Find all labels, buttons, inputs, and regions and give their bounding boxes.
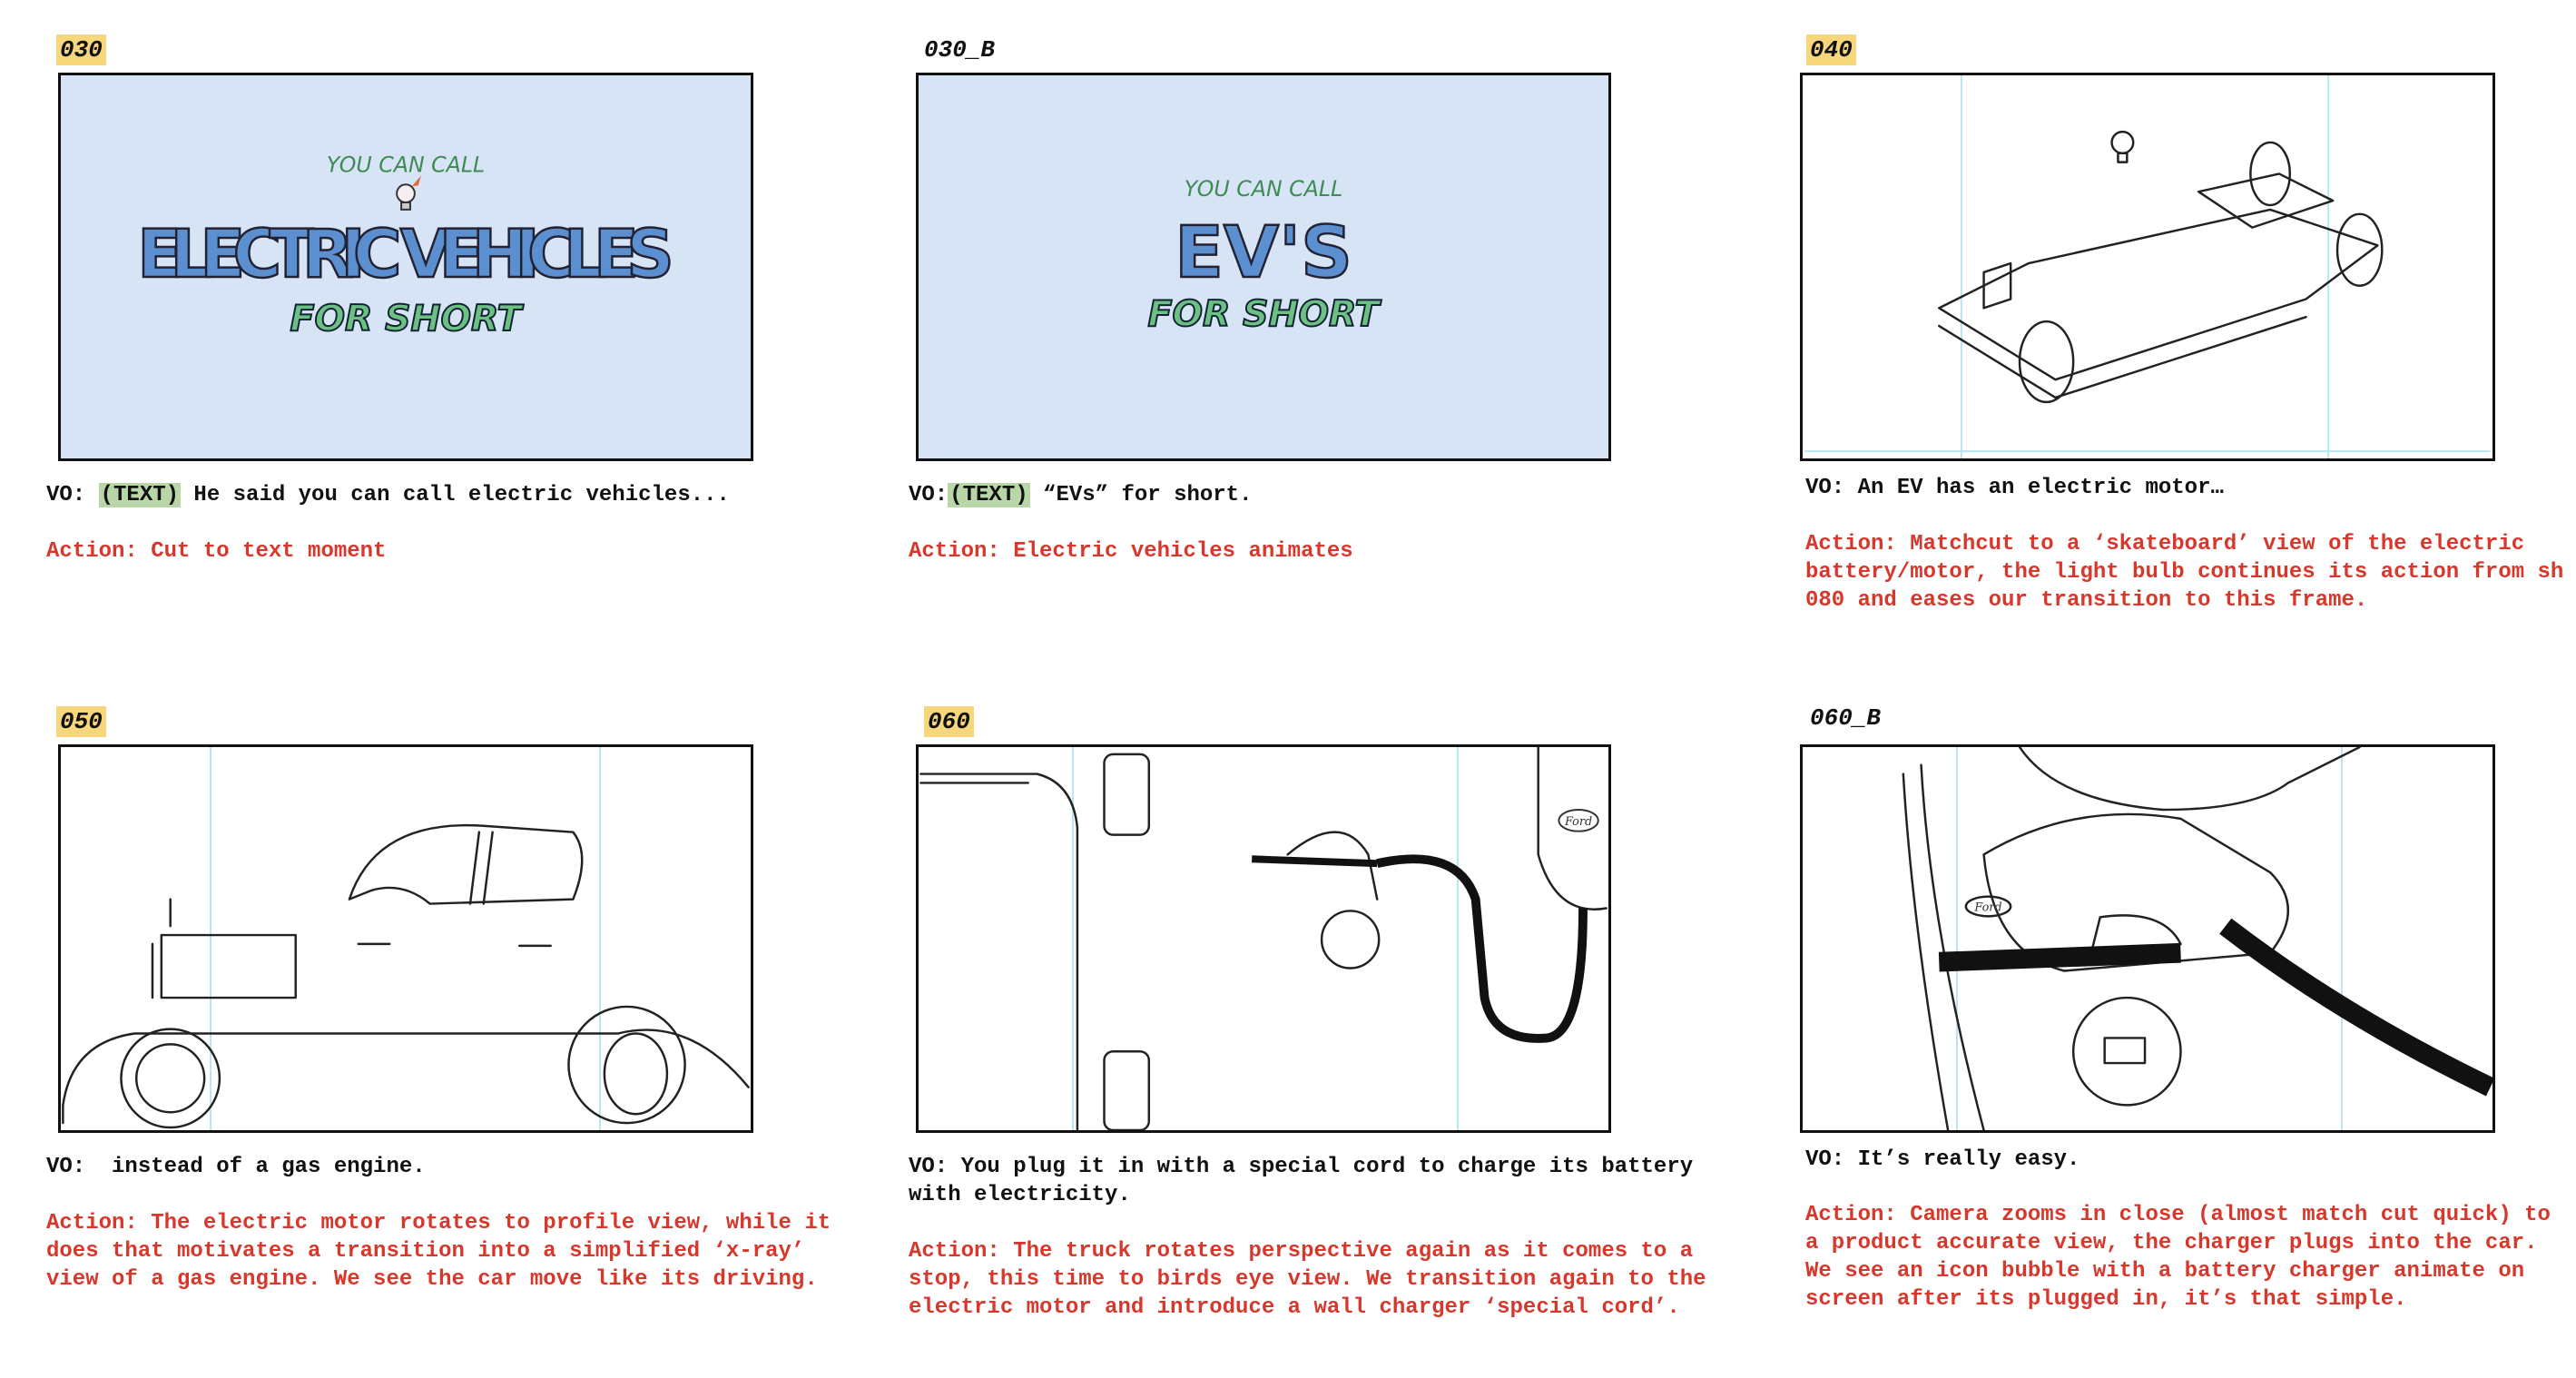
storyboard-frame-060: Ford — [916, 744, 1611, 1133]
title-main-text: ELECTRIC VEHICLES — [137, 216, 674, 293]
title-bottom-text: FOR SHORT — [290, 298, 525, 340]
text-tag: (TEXT) — [948, 483, 1030, 507]
action-text-060: Action: The truck rotates perspective ag… — [909, 1239, 1719, 1320]
vo-prefix: VO: — [46, 483, 99, 507]
charger-plug-closeup-sketch: Ford — [1902, 747, 2492, 1130]
storyboard-frame-030b: YOU CAN CALL EV'S FOR SHORT — [916, 73, 1611, 461]
shot-label-040: 040 — [1806, 34, 1856, 65]
action-text-050: Action: The electric motor rotates to pr… — [46, 1211, 844, 1292]
storyboard-frame-040 — [1800, 73, 2495, 461]
title-bottom-text: FOR SHORT — [1148, 293, 1382, 335]
shot-label-030: 030 — [56, 34, 106, 65]
vo-text-030: VO: (TEXT) He said you can call electric… — [46, 481, 863, 509]
electric-vehicles-title-art: YOU CAN CALL ELECTRIC VEHICLES FOR SHORT — [136, 152, 675, 340]
lightbulb-icon — [396, 175, 421, 211]
storyboard-frame-060b: Ford — [1800, 744, 2495, 1133]
title-top-text: YOU CAN CALL — [1185, 176, 1342, 202]
vo-text-050: VO: instead of a gas engine. — [46, 1155, 426, 1179]
vo-text-060b: VO: It’s really easy. — [1805, 1147, 2080, 1172]
birds-eye-charging-sketch: Ford — [919, 747, 1608, 1130]
text-tag: (TEXT) — [98, 483, 182, 507]
action-text-060b: Action: Camera zooms in close (almost ma… — [1805, 1203, 2564, 1312]
vo-line: “EVs” for short. — [1029, 483, 1253, 507]
action-text-030b: Action: Electric vehicles animates — [909, 539, 1353, 564]
evs-title-art: YOU CAN CALL EV'S FOR SHORT — [1147, 176, 1383, 336]
title-top-text: YOU CAN CALL — [327, 152, 485, 177]
vo-text-040: VO: An EV has an electric motor… — [1805, 476, 2224, 500]
shot-label-060b: 060_B — [1810, 704, 1882, 732]
shot-label-060: 060 — [924, 706, 974, 737]
vo-text-030b: VO:(TEXT) “EVs” for short. — [909, 481, 1726, 509]
action-text-040: Action: Matchcut to a ‘skateboard’ view … — [1805, 532, 2576, 613]
shot-label-030b: 030_B — [924, 36, 996, 64]
vo-line: He said you can call electric vehicles..… — [181, 483, 730, 507]
storyboard-frame-030: YOU CAN CALL ELECTRIC VEHICLES FOR SHORT — [58, 73, 753, 461]
ford-logo — [1558, 809, 1599, 832]
action-text-030: Action: Cut to text moment — [46, 539, 387, 564]
ford-logo-text: Ford — [1564, 815, 1592, 829]
skateboard-chassis-sketch — [1804, 75, 2491, 458]
vo-prefix: VO: — [909, 483, 949, 507]
title-main-text: EV'S — [1175, 211, 1352, 294]
shot-label-050: 050 — [56, 706, 106, 737]
xray-car-engine-sketch — [62, 747, 750, 1130]
ford-logo-text: Ford — [1973, 901, 2001, 914]
vo-text-060: VO: You plug it in with a special cord t… — [909, 1155, 1706, 1207]
battery-bubble-icon — [2071, 996, 2182, 1107]
storyboard-frame-050 — [58, 744, 753, 1133]
